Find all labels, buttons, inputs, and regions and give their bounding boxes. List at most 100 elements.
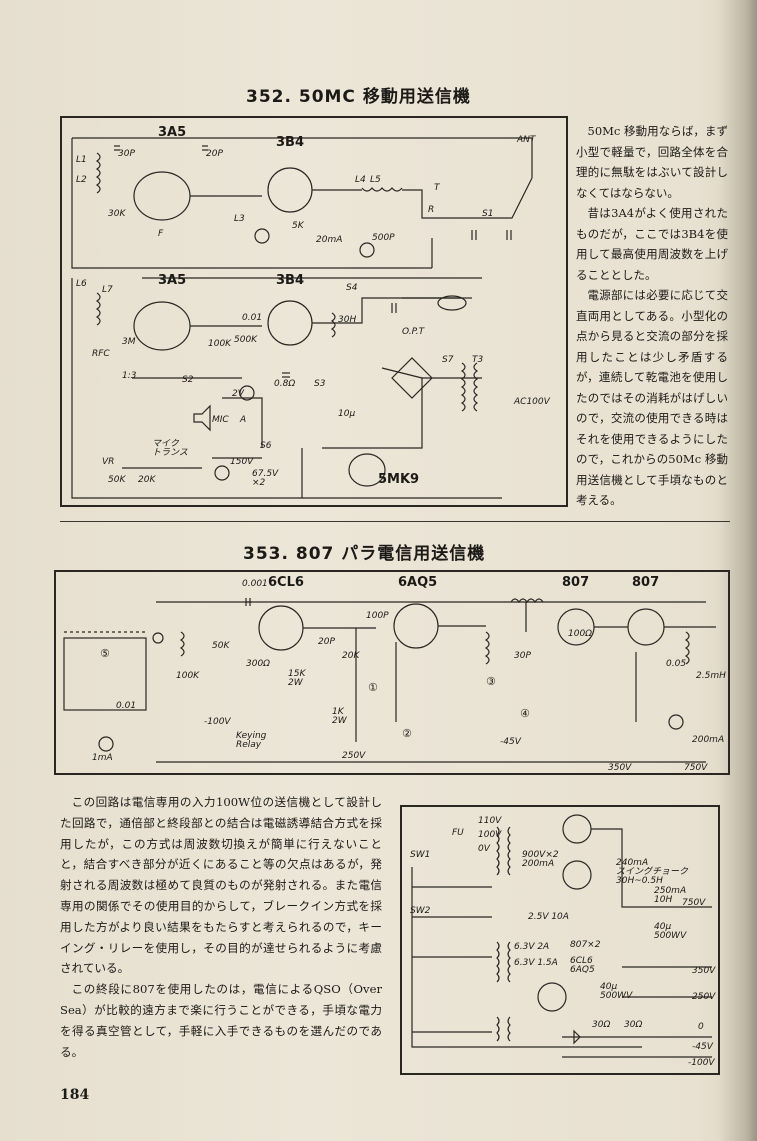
cap-005-label: 0.05 <box>666 659 687 669</box>
tube-6aq5-label: 6AQ5 <box>398 575 438 590</box>
choke-30h-label: 30H <box>338 315 357 325</box>
cap-001-label: 0.01 <box>242 313 263 323</box>
tube-3a5-label-2: 3A5 <box>158 273 187 288</box>
filament-f-label: F <box>158 229 164 239</box>
smoothing-choke-label: 250mA 10H <box>654 886 687 905</box>
out-250v-label: 250V <box>692 992 716 1002</box>
switch-r-label: R <box>428 205 435 215</box>
schematic-807-cw-transmitter: 6CL6 6AQ5 807 807 0.001 100P 20P 30P 0.0… <box>54 570 730 775</box>
vr-label: VR <box>102 457 115 467</box>
res-50k-label: 50K <box>212 641 230 651</box>
section-352-heading: 352. 50MC 移動用送信機 <box>246 87 471 107</box>
paragraph: この終段に807を使用したのは，電信によるQSO（Over Sea）が比較的遠方… <box>60 982 382 1059</box>
section-353-heading: 353. 807 パラ電信用送信機 <box>243 544 486 564</box>
hv-winding-label: 900V×2 200mA <box>522 850 559 869</box>
coil-l5-label: L5 <box>370 175 381 185</box>
cap-100p-label: 100P <box>366 611 389 621</box>
res-30k-label: 30K <box>108 209 126 219</box>
coil-l1-label: L1 <box>76 155 87 165</box>
schematic-50mc-transmitter: 3A5 3B4 3A5 3B4 5MK9 ANT L1 L2 L3 L4 L5 … <box>60 116 568 507</box>
mic-label: MIC <box>212 415 229 425</box>
res-08-label: 0.8Ω <box>274 379 296 389</box>
switch-sw1-label: SW1 <box>410 850 431 860</box>
b-350v-label: 350V <box>608 763 632 773</box>
paragraph: 50Mc 移動用ならば，まず小型で軽量で，回路全体を合理的に無駄をはぶいて設計し… <box>576 124 728 200</box>
out-750v-label: 750V <box>682 898 706 908</box>
schematic-50mc-drawing <box>71 137 533 499</box>
paragraph: この回路は電信専用の入力100W位の送信機として設計した回路で，通倍部と終段部と… <box>60 795 382 976</box>
res-100k-label: 100K <box>208 339 232 349</box>
meter-1ma-label: 1mA <box>92 753 113 763</box>
tap-100v-label: 100V <box>478 830 502 840</box>
rectifier-label: 5MK9 <box>378 472 420 487</box>
tap-110v-label: 110V <box>478 816 502 826</box>
filter-cap-label: 40μ 500WV <box>654 922 687 941</box>
res-5k-label: 5K <box>292 221 304 231</box>
marker-2: ② <box>402 727 412 740</box>
res-30-label-2: 30Ω <box>624 1020 643 1030</box>
marker-4: ④ <box>520 707 530 720</box>
rfc-label: RFC <box>92 349 110 359</box>
filament-63v-label: 6.3V 2A <box>514 942 550 952</box>
cap-0001-label: 0.001 <box>242 579 268 589</box>
switch-s2-label: S2 <box>182 375 194 385</box>
res-500k-label: 500K <box>234 335 258 345</box>
power-supply-drawing <box>411 814 712 1058</box>
tubes-6cl6-label: 6CL6 6AQ5 <box>570 956 595 975</box>
paragraph: 昔は3A4がよく使用されたものだが，ここでは3B4を使用して最高使用周波数を上げ… <box>576 206 728 282</box>
b-250v-label: 250V <box>342 751 366 761</box>
transformer-t3-label: T3 <box>472 355 484 365</box>
switch-t-label: T <box>434 183 440 193</box>
res-1k-label: 1K 2W <box>332 707 347 726</box>
marker-1: ① <box>368 681 378 694</box>
cap-30p-label: 30P <box>514 651 531 661</box>
ac-100v-label: AC100V <box>514 397 550 407</box>
ant-label: ANT <box>517 135 536 145</box>
tap-0v-label: 0V <box>478 844 490 854</box>
keying-relay-label: Keying Relay <box>236 731 267 750</box>
coil-l2-label: L2 <box>76 175 87 185</box>
battery-2v-label: 2V <box>232 389 244 399</box>
switch-s6-label: S6 <box>260 441 272 451</box>
cap-500p-label: 500P <box>372 233 395 243</box>
res-300-label: 300Ω <box>246 659 271 669</box>
marker-5: ⑤ <box>100 647 110 660</box>
coil-l6-label: L6 <box>76 279 87 289</box>
battery-675v-label: 67.5V ×2 <box>252 469 279 488</box>
coil-l3-label: L3 <box>234 214 245 224</box>
coil-l4-label: L4 <box>355 175 366 185</box>
ratio-label: 1:3 <box>122 371 137 381</box>
filament-63v-15a-label: 6.3V 1.5A <box>514 958 558 968</box>
binding-shadow <box>719 0 757 1141</box>
res-100-label: 100Ω <box>568 629 593 639</box>
tube-807-label-2: 807 <box>632 575 660 590</box>
switch-sw2-label: SW2 <box>410 906 431 916</box>
cap-30p-label: 30P <box>118 149 135 159</box>
cap-20p-label: 20P <box>318 637 335 647</box>
marker-3: ③ <box>486 675 496 688</box>
page-number: 184 <box>60 1087 90 1103</box>
tube-6cl6-label: 6CL6 <box>268 575 304 590</box>
switch-s1-label: S1 <box>482 209 494 219</box>
section-353-text: この回路は電信専用の入力100W位の送信機として設計した回路で，通倍部と終段部と… <box>60 792 382 1062</box>
b-750v-label: 750V <box>684 763 708 773</box>
res-30-label: 30Ω <box>592 1020 611 1030</box>
section-352-text: 50Mc 移動用ならば，まず小型で軽量で，回路全体を合理的に無駄をはぶいて設計し… <box>576 121 728 511</box>
mic-transformer-label: マイク トランス <box>152 439 188 458</box>
res-3m-label: 3M <box>122 337 136 347</box>
section-divider <box>60 521 730 522</box>
out-0-label: 0 <box>698 1022 704 1032</box>
meter-200ma-label: 200mA <box>692 735 725 745</box>
tube-3b4-label: 3B4 <box>276 135 304 150</box>
paragraph: 電源部には必要に応じて交直両用としてある。小型化の点から見ると交流の部分を採用し… <box>576 288 728 507</box>
tubes-807-label: 807×2 <box>570 940 601 950</box>
coil-l7-label: L7 <box>102 285 113 295</box>
res-20k-label: 20K <box>342 651 360 661</box>
res-100k-label: 100K <box>176 671 200 681</box>
out-100v-label: -100V <box>688 1058 715 1068</box>
cap-10u-label: 10μ <box>338 409 356 419</box>
res-15k-label: 15K 2W <box>288 669 306 688</box>
switch-s4-label: S4 <box>346 283 358 293</box>
meter-150v-label: 150V <box>230 457 254 467</box>
